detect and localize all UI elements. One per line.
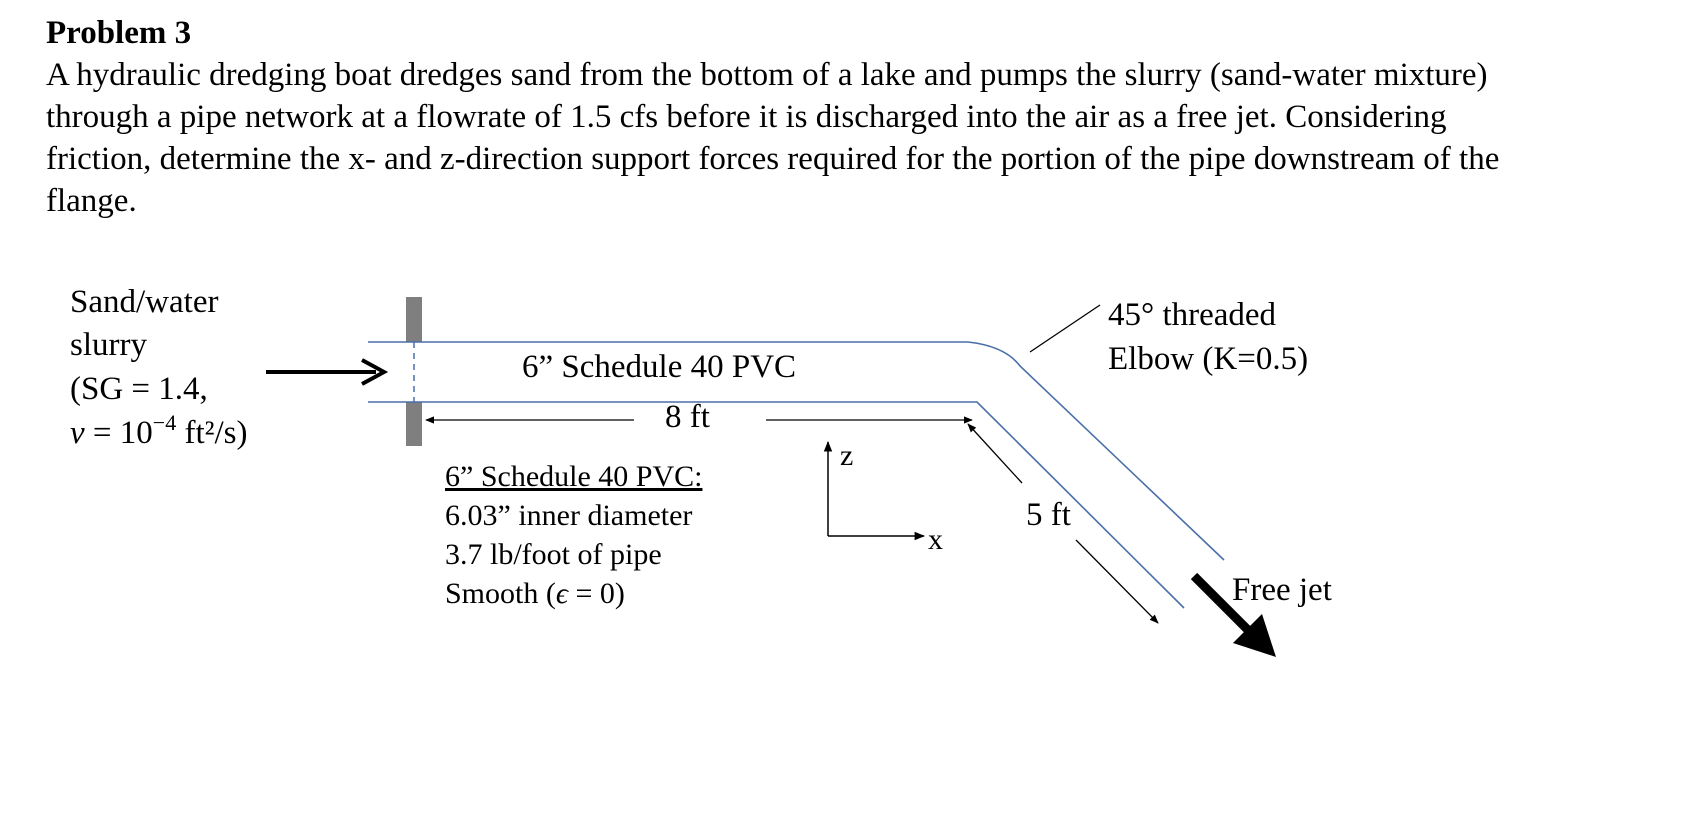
problem-statement-line: friction, determine the x- and z-directi… <box>46 141 1500 177</box>
elbow-leader-line <box>1029 304 1101 353</box>
problem-statement-line: through a pipe network at a flowrate of … <box>46 99 1447 135</box>
inclined-length-label: 5 ft <box>1026 497 1071 533</box>
inlet-label: Sand/water slurry (SG = 1.4, <box>70 284 227 407</box>
pipe <box>368 341 1225 609</box>
kinematic-viscosity-label: ν = 10−4 ft²/s) <box>70 410 248 451</box>
inlet-label-line: slurry <box>70 327 147 363</box>
pipe-specs: 6” Schedule 40 PVC: 6.03” inner diameter… <box>445 460 710 571</box>
pipe-specs-inner-diameter: 6.03” inner diameter <box>445 499 692 532</box>
flange <box>406 297 422 446</box>
free-jet-label: Free jet <box>1232 572 1332 608</box>
pipe-specs-roughness: Smooth (ϵ = 0) <box>445 577 625 610</box>
problem-title: Problem 3 <box>46 15 192 51</box>
coordinate-axes <box>823 440 926 541</box>
inlet-flow-arrow <box>266 358 389 386</box>
pipe-specs-weight: 3.7 lb/foot of pipe <box>445 538 662 571</box>
elbow-label: 45° threaded Elbow (K=0.5) <box>1108 297 1308 377</box>
inlet-label-line: Sand/water <box>70 284 218 320</box>
free-jet-arrow <box>1190 572 1276 657</box>
x-axis-label: x <box>928 523 943 556</box>
problem-statement-line: A hydraulic dredging boat dredges sand f… <box>46 57 1488 93</box>
inclined-length-dimension <box>967 423 1159 624</box>
problem-statement-line: flange. <box>46 183 137 219</box>
inlet-label-line: (SG = 1.4, <box>70 371 208 407</box>
horizontal-length-label: 8 ft <box>665 399 710 435</box>
problem-statement: A hydraulic dredging boat dredges sand f… <box>46 54 1676 222</box>
pipe-specs-heading: 6” Schedule 40 PVC: <box>445 460 702 493</box>
pipe-label: 6” Schedule 40 PVC <box>522 349 796 385</box>
z-axis-label: z <box>840 439 853 472</box>
